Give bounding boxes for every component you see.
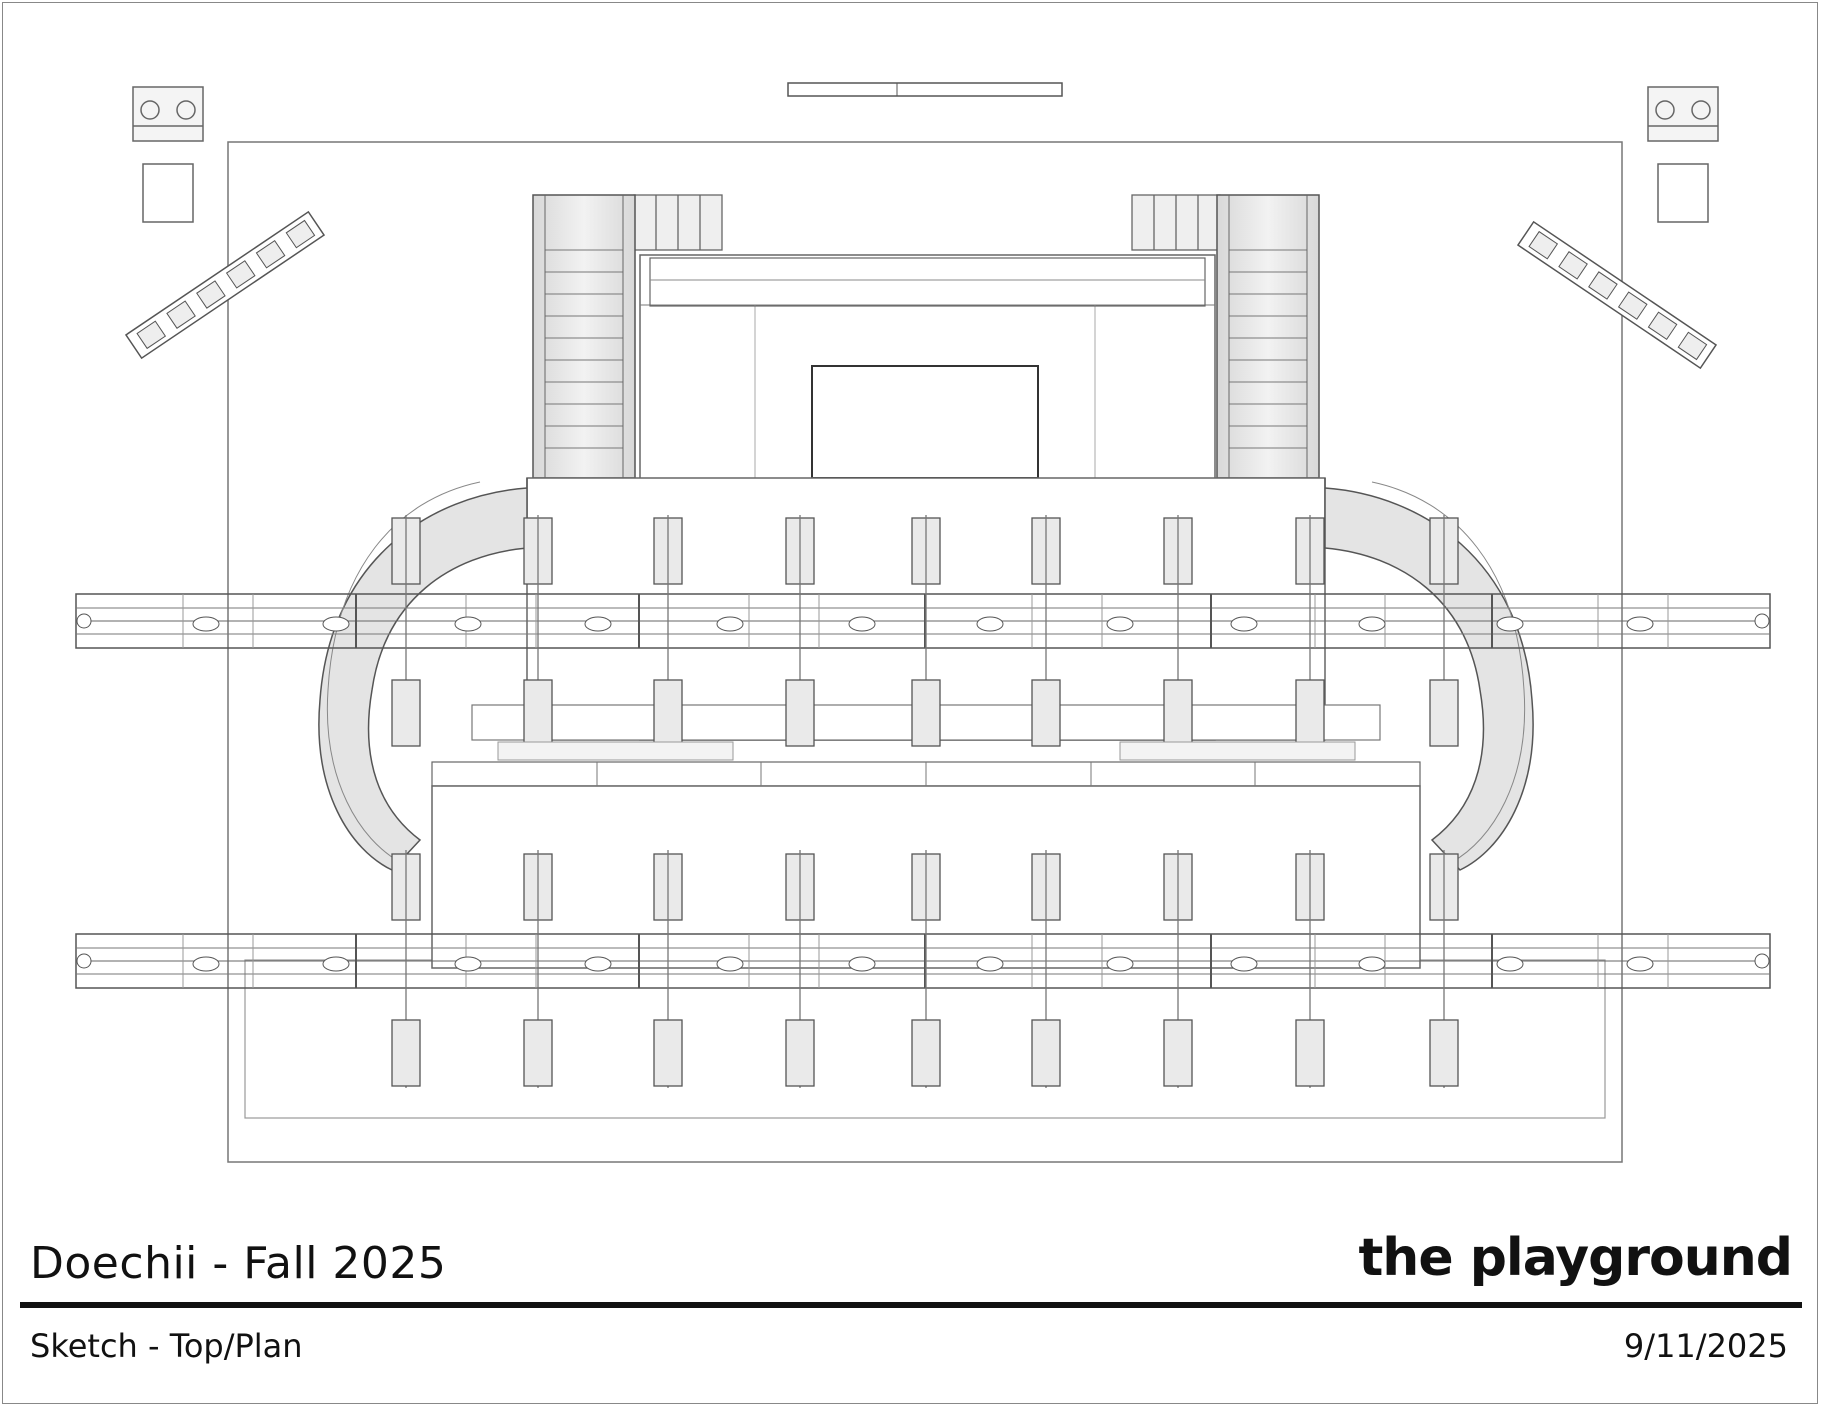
angled-light-bar-right: [1516, 220, 1718, 370]
sheet-name: Sketch - Top/Plan: [30, 1327, 303, 1365]
truss-row-upper: [75, 593, 1771, 649]
brand-logo-text: the playground: [1358, 1228, 1793, 1288]
speaker-stack-right: [1647, 86, 1719, 223]
staircase-right: [1216, 194, 1320, 479]
angled-light-bar-left: [124, 210, 326, 360]
title-block-divider: [20, 1302, 1802, 1308]
top-amp-block-left: [633, 194, 723, 251]
top-amp-block-right: [1131, 194, 1221, 251]
staircase-left: [532, 194, 636, 479]
floor-pad-right: [1119, 741, 1356, 761]
vertical-light-fixtures: [391, 515, 1459, 1088]
truss-row-lower: [75, 933, 1771, 989]
floor-pad-left: [497, 741, 734, 761]
stage-deck-outline: [227, 141, 1623, 1163]
speaker-stack-left: [132, 86, 204, 223]
curved-ramp-right: [1324, 478, 1534, 871]
curved-ramp-left: [318, 478, 528, 871]
top-truss-bar: [787, 82, 1063, 97]
project-title: Doechii - Fall 2025: [30, 1238, 447, 1289]
video-screen: [811, 365, 1039, 479]
sheet-date: 9/11/2025: [1623, 1327, 1788, 1365]
